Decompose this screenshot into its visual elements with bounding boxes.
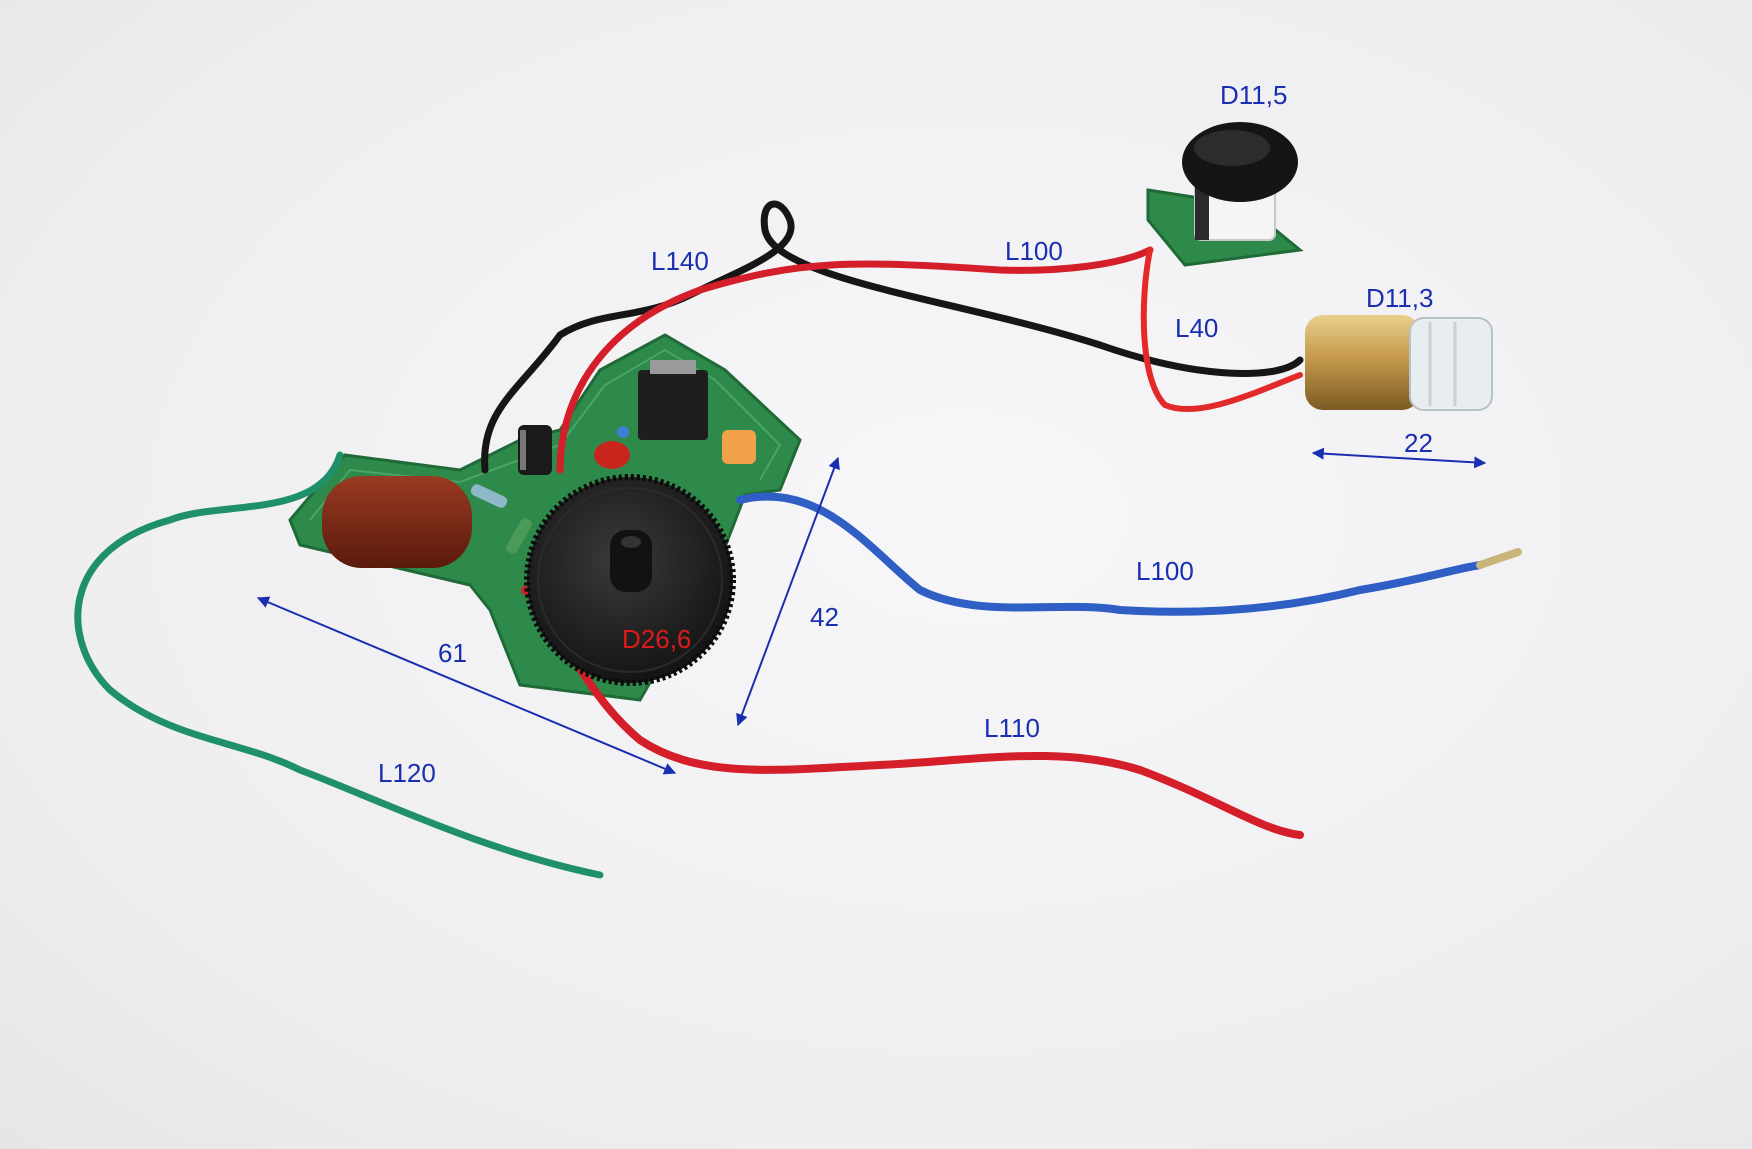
triac-chip <box>638 370 708 440</box>
wire-red-short <box>1140 247 1303 412</box>
label-wire-black-loop: L140 <box>651 246 709 276</box>
label-lamp-diameter: D11,3 <box>1366 283 1434 313</box>
label-lamp-length: 22 <box>1404 428 1433 458</box>
knob-shaft-hole <box>621 536 641 548</box>
electrolytic-capacitor-stripe <box>520 430 526 470</box>
film-capacitor <box>322 476 472 568</box>
triac-tab <box>650 360 696 374</box>
wire-green <box>74 451 604 879</box>
label-wire-blue: L100 <box>1136 556 1194 586</box>
electrolytic-capacitor <box>518 425 552 475</box>
label-button-diameter: D11,5 <box>1220 80 1288 110</box>
label-wire-long-red: L110 <box>984 713 1040 743</box>
wire-red-top <box>556 246 1154 474</box>
button-housing-shadow <box>1195 185 1209 240</box>
push-button-cap-highlight <box>1194 130 1270 166</box>
label-board-width: 61 <box>438 638 467 668</box>
resistor-2 <box>506 518 532 554</box>
label-wire-green: L120 <box>378 758 436 788</box>
small-red-capacitor <box>594 441 630 469</box>
arrow-board-height <box>736 456 840 727</box>
clear-lens <box>1409 317 1493 411</box>
label-knob-diameter: D26,6 <box>622 624 692 654</box>
wire-black <box>481 200 1304 474</box>
pcb-board-highlight <box>309 348 782 521</box>
arrow-lamp-length <box>1311 447 1487 469</box>
resistor-1 <box>470 484 508 508</box>
knob-shaft <box>610 530 652 592</box>
wire-blue <box>736 492 1484 616</box>
label-board-height: 42 <box>810 602 839 632</box>
label-wire-top-red: L100 <box>1005 236 1063 266</box>
label-wire-short-red: L40 <box>1175 313 1219 343</box>
wire-blue-stripped-end <box>1476 548 1522 569</box>
orange-led <box>722 430 756 464</box>
arrow-board-width <box>256 596 677 775</box>
brass-cylinder <box>1305 315 1420 410</box>
small-blue-capacitor <box>617 426 629 438</box>
